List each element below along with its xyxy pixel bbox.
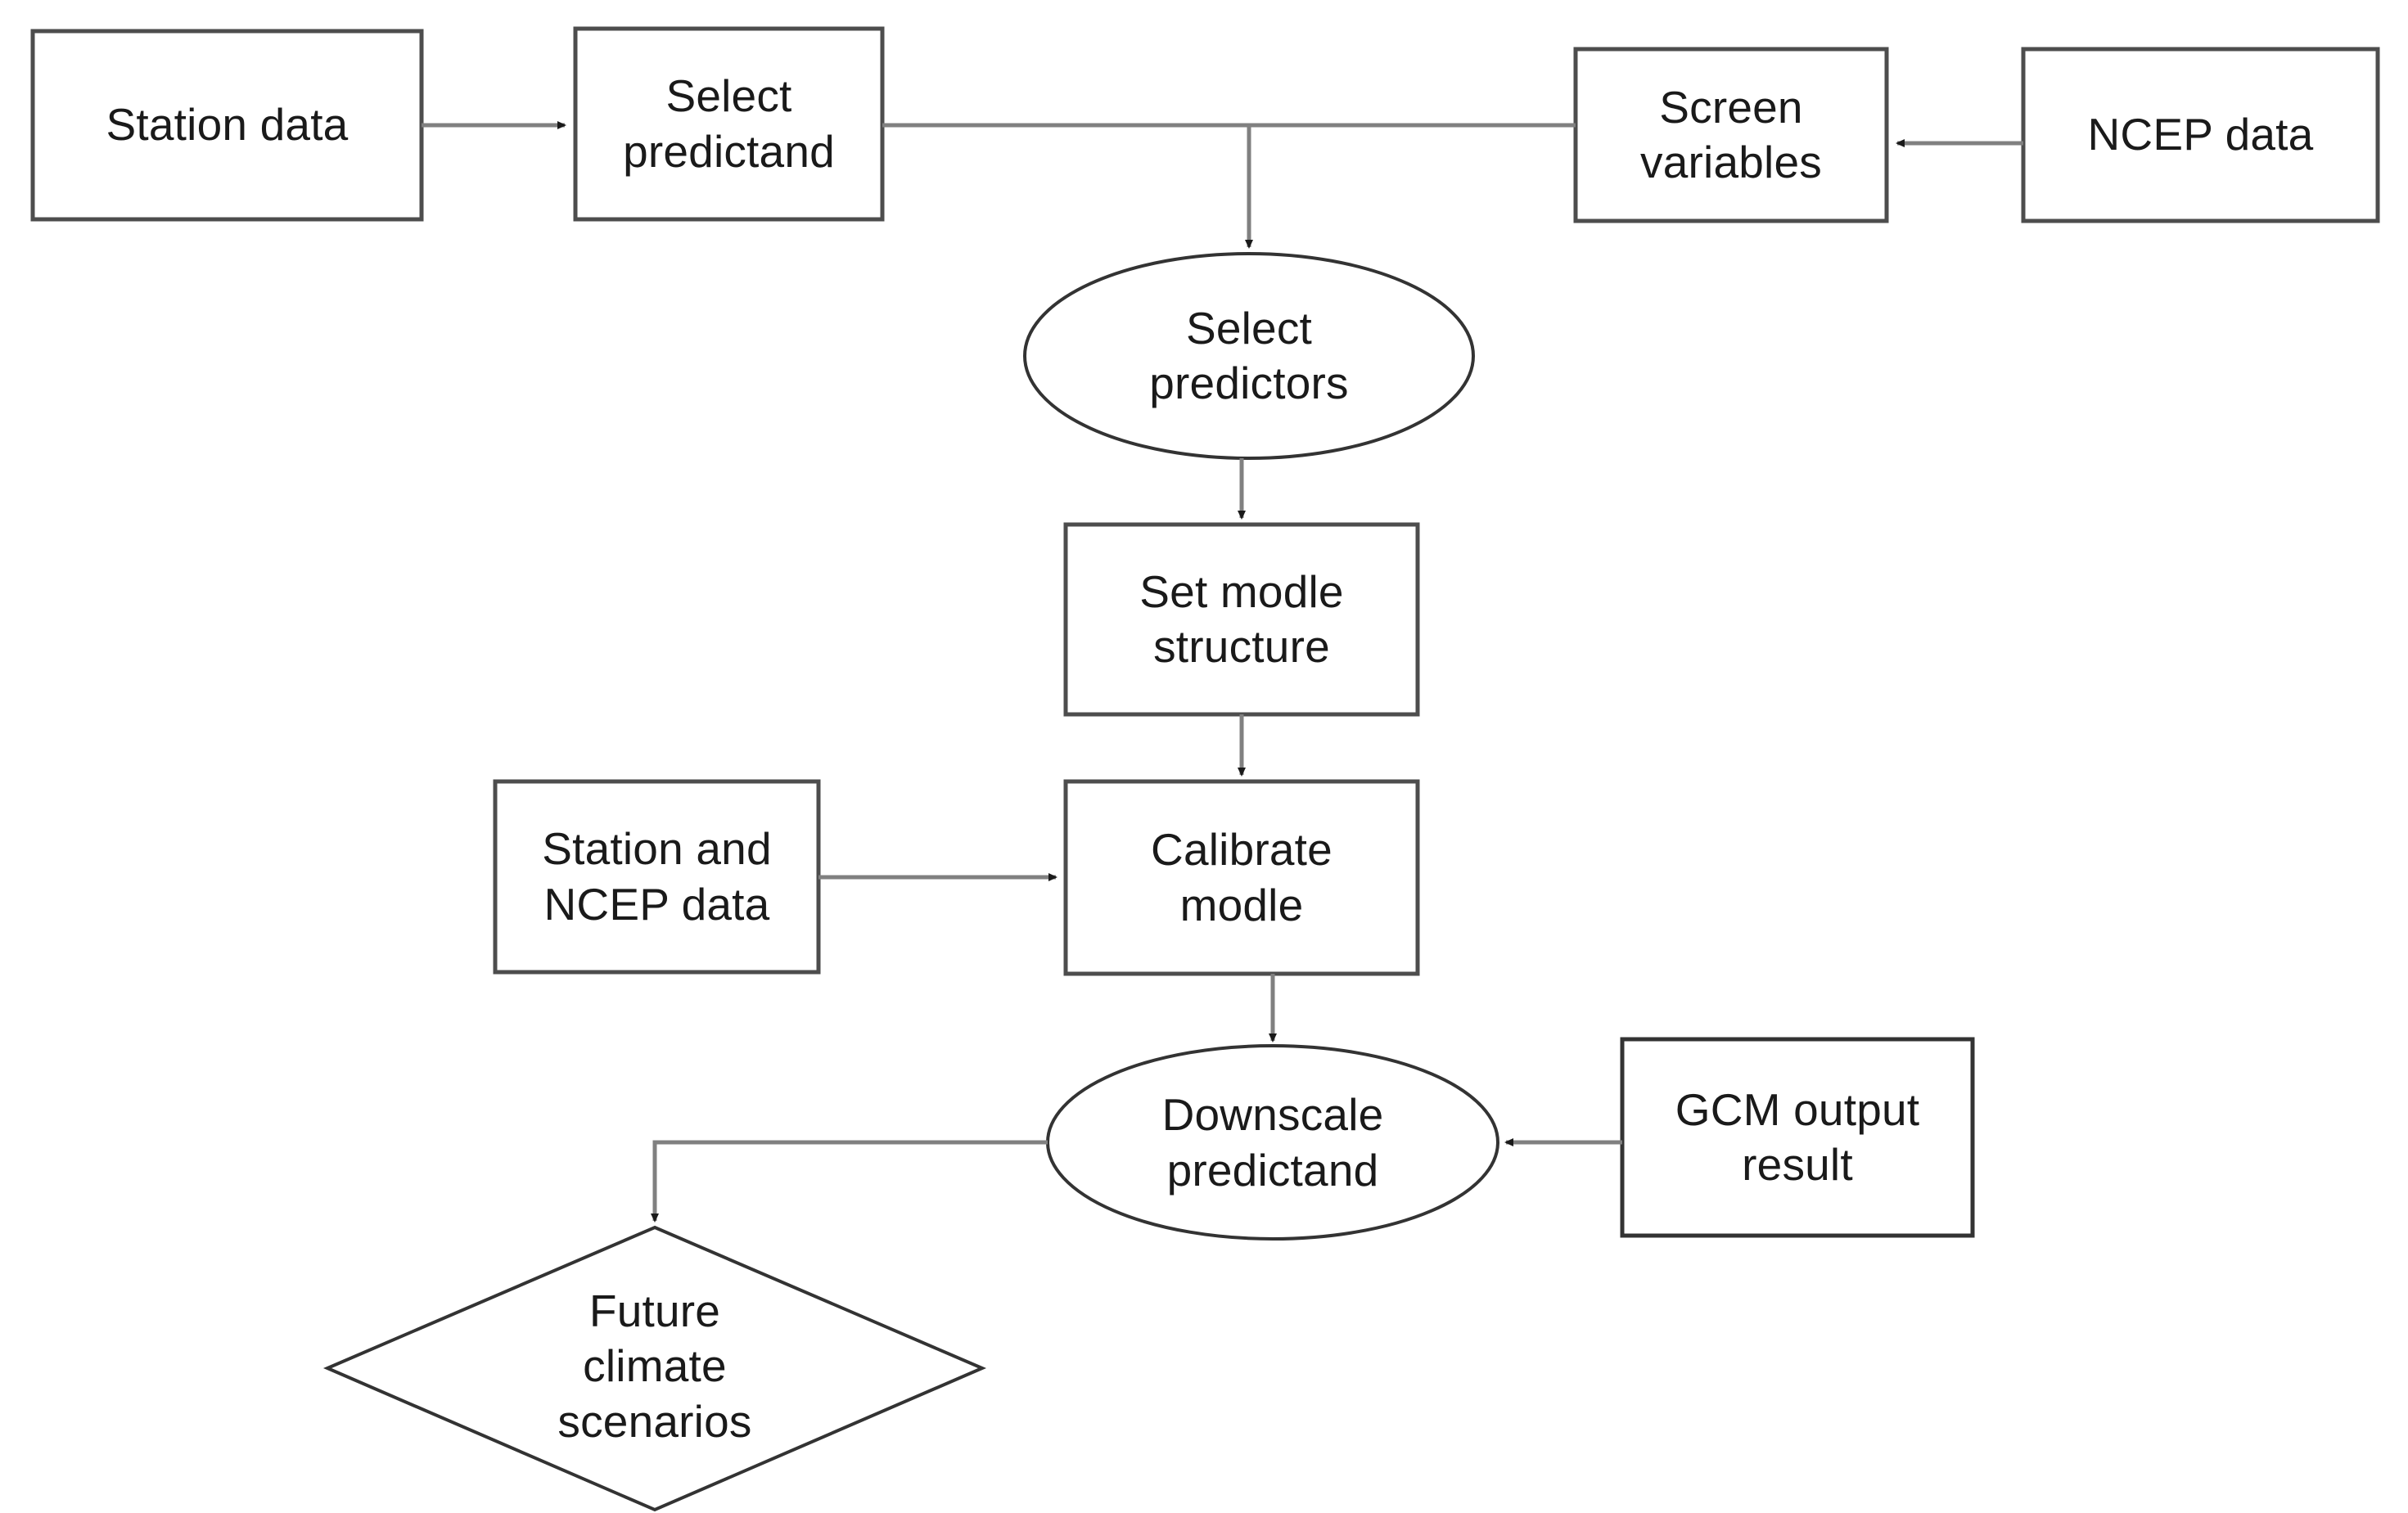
shape-select-predictors[interactable] — [1023, 252, 1475, 460]
shape-select-predictand[interactable] — [573, 26, 885, 222]
shape-station-and-ncep-data[interactable] — [493, 779, 821, 975]
shape-calibrate-modle[interactable] — [1063, 779, 1420, 976]
shape-downscale-predictand[interactable] — [1046, 1044, 1499, 1241]
shape-gcm-output-result[interactable] — [1620, 1037, 1975, 1238]
shape-ncep-data[interactable] — [2021, 47, 2380, 223]
shape-set-modle-structure[interactable] — [1063, 522, 1420, 717]
shape-screen-variables[interactable] — [1573, 47, 1889, 223]
connector-downscale-predictand-to-future-climate-scenarios — [651, 1140, 1048, 1223]
shape-future-climate-scenarios[interactable] — [322, 1225, 987, 1512]
shape-station-data[interactable] — [30, 29, 424, 222]
